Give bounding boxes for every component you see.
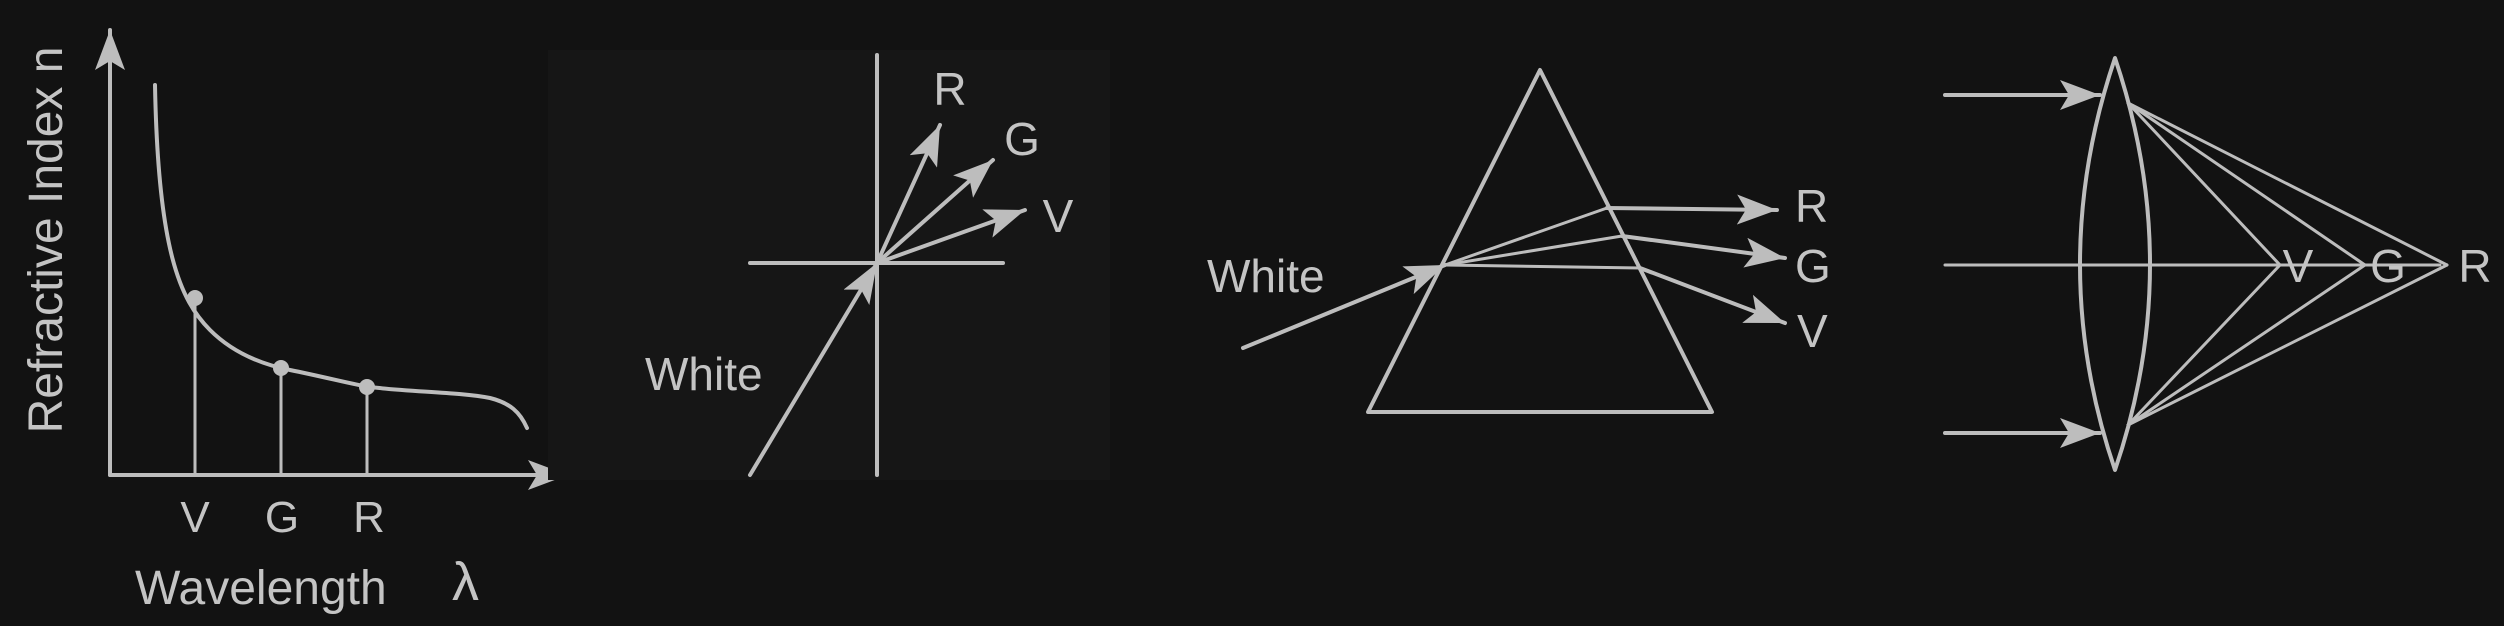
tick-label-g: G xyxy=(265,493,299,542)
incident-label-white: White xyxy=(645,348,763,400)
g-point xyxy=(273,360,289,376)
internal-ray-v xyxy=(1443,263,1642,270)
tick-label-v: V xyxy=(180,493,210,542)
internal-ray-g xyxy=(1443,234,1624,267)
prism-ray-label-v: V xyxy=(1797,305,1828,357)
bottom-ray-to-r xyxy=(2126,263,2449,427)
dispersion-curve-panel: V G R Wavelength λ Refractive Index n xyxy=(20,28,570,615)
internal-ray-r xyxy=(1443,206,1609,267)
bottom-ray-to-g xyxy=(2126,263,2367,427)
r-point xyxy=(359,379,375,395)
x-axis-lambda-symbol: λ xyxy=(452,552,479,612)
angular-dispersion-panel: R G V White xyxy=(548,50,1110,480)
prism-incident-label-white: White xyxy=(1207,250,1325,302)
incident-white-ray-prism xyxy=(1241,263,1447,350)
x-axis-label: Wavelength xyxy=(135,562,387,615)
convex-lens xyxy=(2078,56,2152,472)
y-axis-label: Refractive Index n xyxy=(20,47,73,434)
prism-ray-label-r: R xyxy=(1795,180,1828,232)
focus-label-r: R xyxy=(2458,240,2491,292)
top-ray-to-g xyxy=(2126,101,2367,267)
ray-g xyxy=(875,158,995,265)
focus-label-g: G xyxy=(2370,240,2406,292)
lens-panel: V G R xyxy=(1943,56,2492,472)
prism xyxy=(1366,68,1714,414)
v-point xyxy=(187,290,203,306)
prism-ray-label-g: G xyxy=(1795,240,1831,292)
bottom-ray-to-v xyxy=(2126,263,2282,427)
ray-r xyxy=(875,123,942,265)
top-ray-to-v xyxy=(2126,101,2282,267)
emergent-ray-r xyxy=(1605,194,1779,225)
prism-panel: R G V White xyxy=(1207,68,1831,414)
focus-label-v: V xyxy=(2283,240,2314,292)
ray-v xyxy=(875,208,1027,265)
ray-label-g: G xyxy=(1004,113,1040,165)
emergent-ray-v xyxy=(1638,266,1787,325)
tick-label-r: R xyxy=(353,493,385,542)
incident-white-ray xyxy=(748,261,879,477)
emergent-ray-g xyxy=(1620,234,1787,268)
refractive-index-curve xyxy=(153,83,529,430)
ray-label-r: R xyxy=(933,63,966,115)
top-ray-to-r xyxy=(2126,101,2449,267)
ray-label-v: V xyxy=(1043,190,1074,242)
